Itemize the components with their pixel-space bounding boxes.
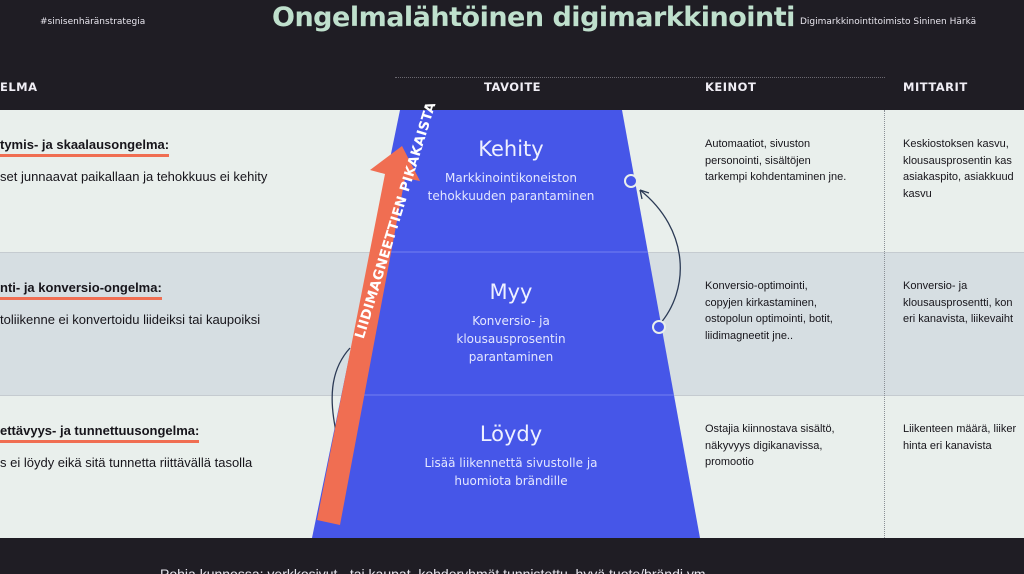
- problem-find: ettävyys- ja tunnettuusongelma: s ei löy…: [0, 422, 252, 470]
- means-line: Automaatiot, sivuston: [705, 138, 811, 150]
- column-header-goal: TAVOITE: [484, 80, 542, 94]
- problem-description: set junnaavat paikallaan ja tehokkuus ei…: [0, 169, 268, 184]
- means-line: personointi, sisältöjen: [705, 154, 811, 167]
- metrics-sell: Konversio- ja klousausprosentti, kon eri…: [903, 278, 1024, 328]
- funnel-shape: [312, 110, 700, 538]
- metrics-line: kasvu: [903, 187, 932, 200]
- header-divider: [395, 77, 885, 78]
- footer-text: Pohja kunnossa: verkkosivut - tai kaupat…: [160, 566, 710, 574]
- problem-title: nti- ja konversio-ongelma:: [0, 280, 162, 300]
- fast-lane-arrow: [317, 146, 420, 525]
- column-header-means: KEINOT: [705, 80, 757, 94]
- stage-description-line: parantaminen: [468, 350, 554, 364]
- problem-description: s ei löydy eikä sitä tunnetta riittäväll…: [0, 455, 253, 470]
- stage-description: Lisää liikennettä sivustolle ja huomiota…: [400, 454, 622, 490]
- column-header-problem: ELMA: [0, 80, 38, 94]
- problem-develop: tymis- ja skaalausongelma: set junnaavat…: [0, 136, 267, 184]
- connector-dot: [624, 174, 638, 188]
- metrics-line: eri kanavista, liikevaiht: [903, 313, 1014, 325]
- metrics-line: klousausprosentti, kon: [903, 296, 1013, 309]
- problem-title: ettävyys- ja tunnettuusongelma:: [0, 423, 200, 443]
- stage-description: Markkinointikoneiston tehokkuuden parant…: [400, 169, 622, 205]
- means-sell: Konversio-optimointi, copyjen kirkastami…: [705, 278, 880, 344]
- means-develop: Automaatiot, sivuston personointi, sisäl…: [705, 136, 880, 186]
- connector-arrowhead: [639, 189, 650, 200]
- footer: Pohja kunnossa: verkkosivut - tai kaupat…: [0, 538, 1024, 574]
- stage-description-line: Lisää liikennettä sivustolle ja: [424, 456, 598, 470]
- metrics-find: Liikenteen määrä, liiker hinta eri kanav…: [903, 421, 1024, 454]
- metrics-line: hinta eri kanavista: [903, 439, 992, 452]
- connector-dot: [652, 320, 666, 334]
- stage-find: Löydy Lisää liikennettä sivustolle ja hu…: [400, 422, 622, 490]
- stage-description-line: Konversio- ja: [472, 314, 550, 328]
- top-bar: #sinisenhäränstrategia Ongelmalähtöinen …: [0, 0, 1024, 70]
- problem-description: toliikenne ei konvertoidu liideiksi tai …: [0, 312, 261, 327]
- metrics-develop: Keskiostoksen kasvu, klousausprosentin k…: [903, 136, 1024, 202]
- stage-name: Kehity: [478, 137, 544, 161]
- stage-develop: Kehity Markkinointikoneiston tehokkuuden…: [400, 137, 622, 205]
- column-headers: ELMA TAVOITE KEINOT MITTARIT: [0, 70, 1024, 110]
- connector-arrow: [639, 189, 681, 326]
- means-line: copyjen kirkastaminen,: [705, 296, 817, 309]
- means-line: liidimagneetit jne..: [705, 329, 794, 342]
- stage-name: Myy: [489, 280, 533, 304]
- stage-description-line: klousausprosentin: [456, 332, 566, 346]
- means-line: promootio: [705, 456, 754, 468]
- metrics-line: Keskiostoksen kasvu,: [903, 138, 1009, 150]
- metrics-line: asiakaspito, asiakkuud: [903, 171, 1014, 183]
- page-title: Ongelmalähtöinen digimarkkinointi: [272, 2, 795, 33]
- metrics-line: Konversio- ja: [903, 280, 968, 292]
- problem-sell: nti- ja konversio-ongelma: toliikenne ei…: [0, 279, 260, 327]
- stage-sell: Myy Konversio- ja klousausprosentin para…: [400, 280, 622, 366]
- means-line: Ostajia kiinnostava sisältö,: [705, 423, 835, 435]
- problem-title: tymis- ja skaalausongelma:: [0, 137, 170, 157]
- metrics-line: klousausprosentin kas: [903, 154, 1012, 167]
- stage-description-line: Markkinointikoneiston: [445, 171, 577, 185]
- column-divider: [884, 110, 885, 538]
- means-find: Ostajia kiinnostava sisältö, näkyvyys di…: [705, 421, 880, 471]
- hashtag: #sinisenhäränstrategia: [40, 17, 146, 27]
- means-line: näkyvyys digikanavissa,: [705, 439, 823, 452]
- means-line: tarkempi kohdentaminen jne.: [705, 171, 847, 183]
- agency-name: Digimarkkinointitoimisto Sininen Härkä: [800, 17, 977, 27]
- means-line: Konversio-optimointi,: [705, 280, 808, 292]
- stage-name: Löydy: [479, 422, 543, 446]
- stage-description-line: huomiota brändille: [454, 474, 568, 488]
- column-header-metrics: MITTARIT: [903, 80, 968, 94]
- means-line: ostopolun optimointi, botit,: [705, 313, 833, 325]
- stage-description: Konversio- ja klousausprosentin parantam…: [400, 312, 622, 366]
- metrics-line: Liikenteen määrä, liiker: [903, 423, 1017, 435]
- stage-description-line: tehokkuuden parantaminen: [427, 189, 595, 203]
